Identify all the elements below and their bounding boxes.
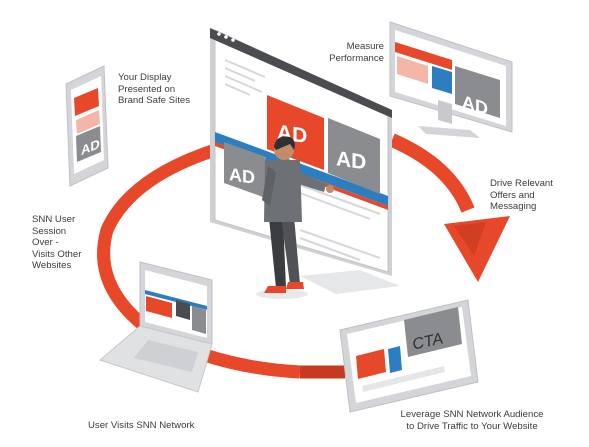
- central-screen: AD AD AD: [210, 28, 400, 294]
- cta-badge-text: CTA: [411, 330, 445, 353]
- phone-device: AD: [65, 65, 109, 187]
- desktop-monitor: AD: [389, 21, 513, 138]
- ad-badge-text: AD: [229, 164, 255, 188]
- label-leverage-audience: Leverage SNN Network Audience to Drive T…: [400, 409, 544, 432]
- cycle-arrow: [97, 133, 510, 379]
- label-drive-relevant: Drive Relevant Offers and Messaging: [490, 178, 553, 212]
- label-display-brand-safe: Your Display Presented on Brand Safe Sit…: [118, 72, 190, 106]
- laptop-device: [98, 261, 213, 393]
- label-measure-performance: Measure Performance: [329, 41, 384, 64]
- label-user-session: SNN User Session Over - Visits Other Web…: [32, 214, 82, 271]
- ad-badge-text: AD: [336, 147, 366, 174]
- ad-block-gray-right: AD: [328, 118, 380, 194]
- person-figure: [256, 136, 334, 299]
- tablet-device: CTA: [339, 299, 479, 413]
- ad-block-gray-left: AD: [224, 142, 266, 198]
- label-user-visits: User Visits SNN Network: [88, 420, 195, 431]
